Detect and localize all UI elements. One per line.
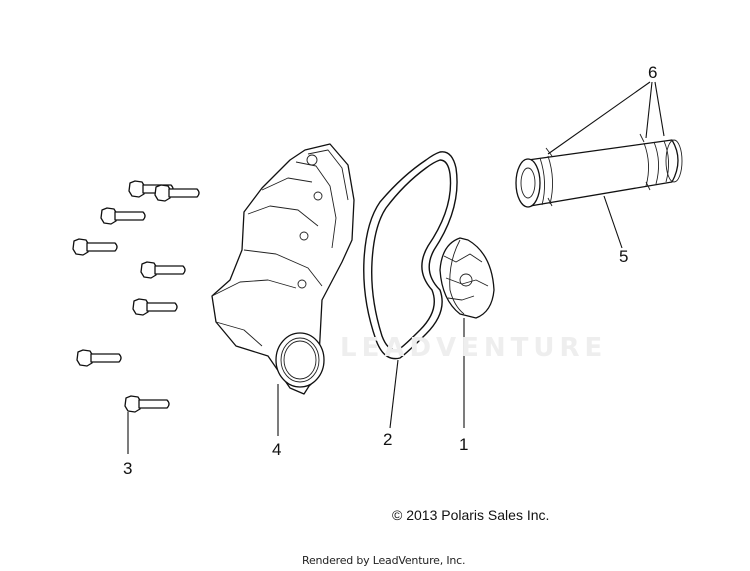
callout-2[interactable]: 2 (383, 430, 393, 449)
bolt (124, 395, 170, 413)
coolant-tube (515, 133, 683, 208)
bolt (140, 261, 186, 279)
leader-lines (127, 81, 665, 454)
bolt (154, 184, 200, 202)
callout-3[interactable]: 3 (123, 459, 133, 478)
copyright-text: © 2013 Polaris Sales Inc. (392, 507, 550, 523)
callout-1[interactable]: 1 (459, 435, 469, 454)
callout-6[interactable]: 6 (648, 63, 658, 82)
callout-5[interactable]: 5 (619, 247, 629, 266)
impeller (439, 237, 495, 319)
bolt (76, 349, 122, 367)
bolt (72, 238, 118, 256)
watermark: LEADVENTURE (340, 333, 608, 363)
bolt (100, 207, 146, 225)
gasket (363, 151, 458, 360)
pump-housing (211, 143, 355, 395)
callout-4[interactable]: 4 (272, 440, 282, 459)
rendered-by-text: Rendered by LeadVenture, Inc. (302, 554, 466, 567)
bolt-group (72, 180, 200, 413)
bolt (132, 298, 178, 316)
